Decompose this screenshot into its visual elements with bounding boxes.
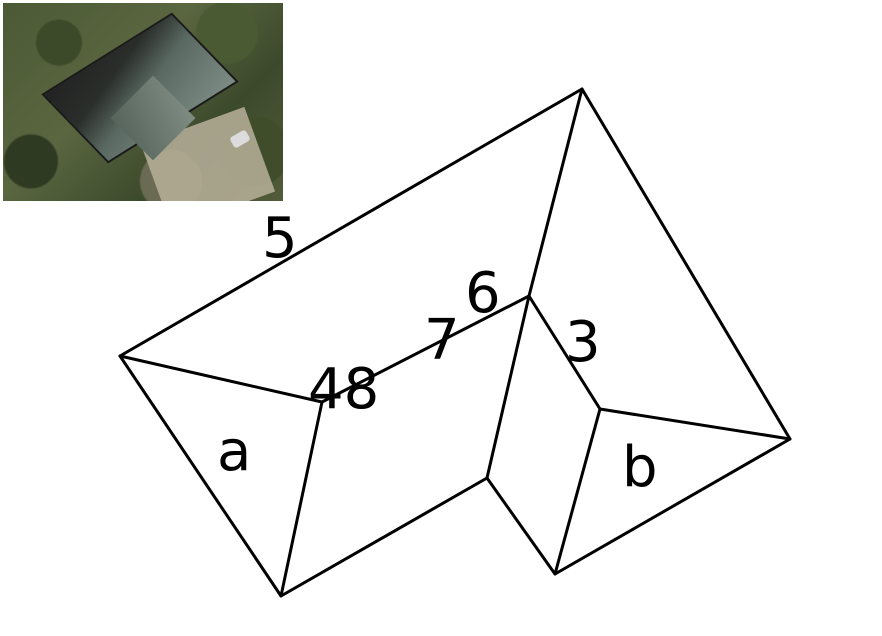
- label-edge-6: 6: [465, 261, 501, 326]
- label-face-a: a: [217, 419, 251, 484]
- label-face-b: b: [622, 435, 658, 500]
- label-edge-3: 3: [565, 310, 601, 375]
- hip-line-upper: [527, 87, 584, 298]
- ridge-line: [320, 294, 531, 404]
- hip-line-a-top: [118, 354, 324, 404]
- hip-line-a-bottom: [279, 400, 324, 598]
- hip-line-b-bottom: [553, 407, 602, 576]
- valley-line-center: [485, 294, 531, 480]
- hip-line-3: [527, 294, 602, 411]
- label-edge-48: 48: [308, 357, 379, 422]
- hip-line-b-right: [598, 407, 792, 441]
- aerial-photo-thumbnail: [3, 3, 283, 201]
- label-edge-7: 7: [424, 308, 460, 373]
- label-edge-5: 5: [262, 206, 298, 271]
